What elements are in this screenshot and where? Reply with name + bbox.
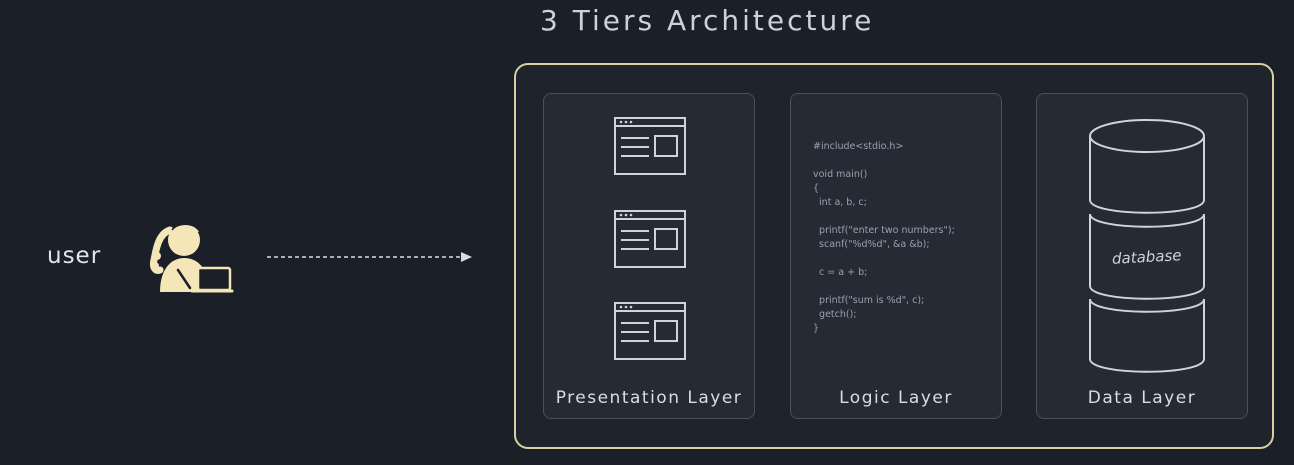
code-line: }	[813, 323, 820, 334]
code-line: {	[813, 183, 820, 194]
logic-layer-panel: #include<stdio.h> void main() { int a, b…	[790, 93, 1002, 419]
code-line: printf("sum is %d", c);	[813, 295, 925, 306]
browser-window-icon	[614, 210, 686, 268]
presentation-layer-label: Presentation Layer	[555, 388, 743, 408]
request-arrow	[267, 252, 472, 262]
user-label: user	[47, 243, 102, 269]
database-label: database	[1112, 246, 1182, 268]
database-icon: database	[1089, 119, 1205, 373]
browser-window-icon	[614, 302, 686, 360]
code-line: int a, b, c;	[813, 197, 867, 208]
code-line: #include<stdio.h>	[813, 141, 904, 152]
logic-code-block: #include<stdio.h> void main() { int a, b…	[813, 140, 955, 336]
browser-window-icon	[614, 117, 686, 175]
diagram-title: 3 Tiers Architecture	[540, 4, 875, 37]
code-line: void main()	[813, 169, 868, 180]
data-layer-label: Data Layer	[1087, 388, 1197, 408]
code-line: c = a + b;	[813, 267, 868, 278]
data-layer-panel: database Data Layer	[1036, 93, 1248, 419]
code-line: scanf("%d%d", &a &b);	[813, 239, 930, 250]
logic-layer-label: Logic Layer	[839, 388, 953, 408]
code-line: printf("enter two numbers");	[813, 225, 955, 236]
code-line: getch();	[813, 309, 857, 320]
presentation-layer-panel: Presentation Layer	[543, 93, 755, 419]
person-with-laptop-icon	[150, 223, 234, 293]
